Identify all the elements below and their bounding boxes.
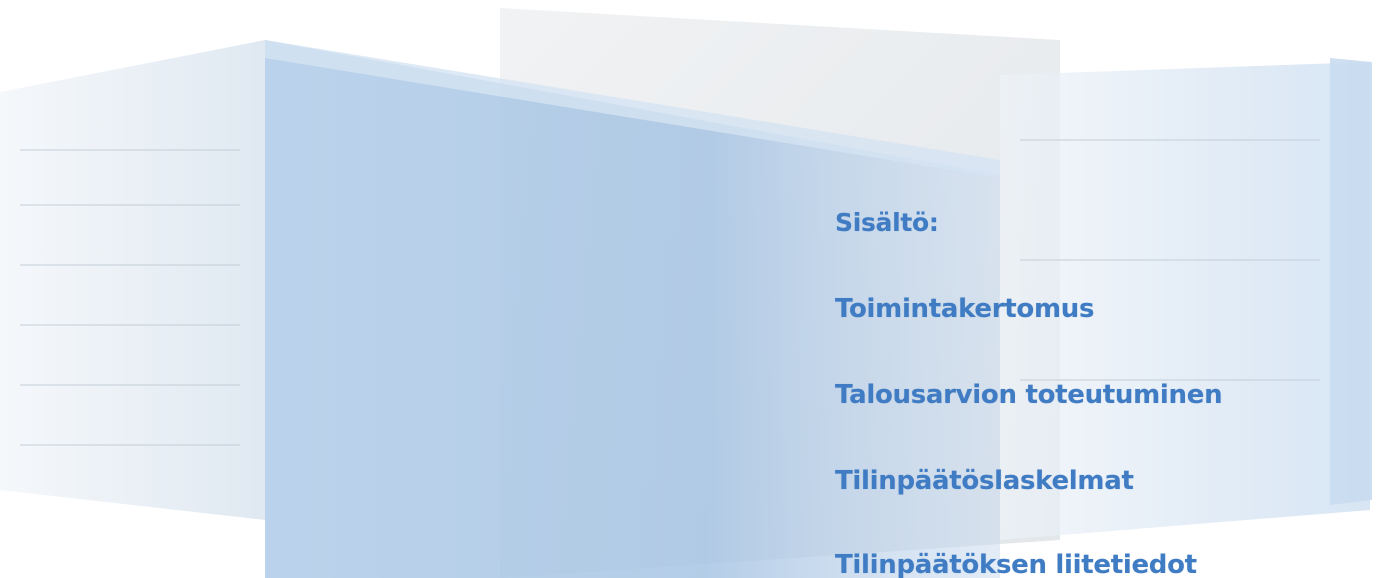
toc-heading: Sisältö: — [835, 208, 939, 237]
background-right-strip — [1330, 58, 1372, 505]
background-left-block — [0, 40, 265, 520]
background-right-panel — [1000, 62, 1370, 540]
toc-item-toimintakertomus: Toimintakertomus — [835, 294, 1095, 324]
toc-item-tilinpaatoksen-liitetiedot: Tilinpäätöksen liitetiedot — [835, 550, 1197, 578]
toc-item-tilinpaatoslaskelmat: Tilinpäätöslaskelmat — [835, 466, 1134, 496]
background-blue-top-strip — [265, 40, 1000, 178]
background-blue-panel — [265, 40, 1000, 578]
background-faint-lines — [20, 139, 1320, 446]
toc-item-talousarvion-toteutuminen: Talousarvion toteutuminen — [835, 380, 1223, 410]
